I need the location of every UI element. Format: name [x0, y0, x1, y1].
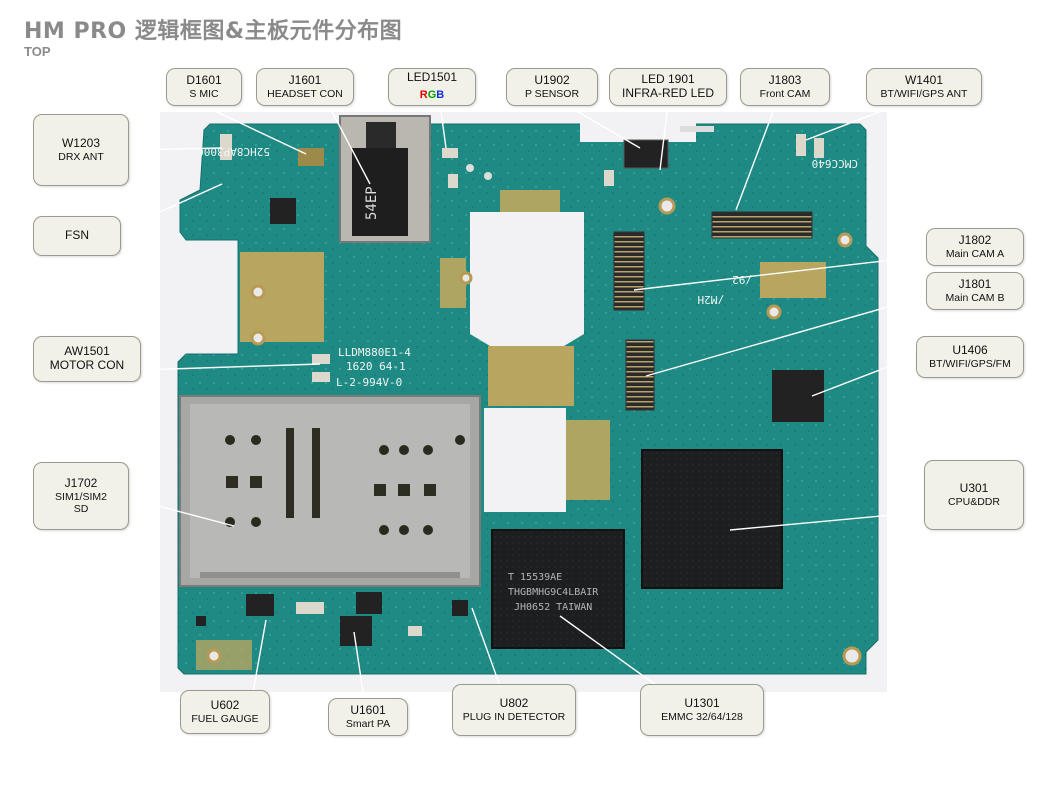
- desc-j1801: Main CAM B: [945, 291, 1005, 304]
- ref-w1203: W1203: [61, 136, 101, 151]
- label-u602: U602 FUEL GAUGE: [180, 690, 270, 734]
- label-led1501: LED1501 RGB: [388, 68, 476, 106]
- ref-j1702: J1702: [64, 476, 98, 491]
- emmc-chip: [491, 529, 625, 649]
- desc-j1802: Main CAM A: [945, 247, 1005, 260]
- ref-led1901: LED 1901: [641, 72, 695, 87]
- silkscreen-v92: /92: [732, 273, 752, 286]
- silkscreen-lldm2: 1620 64-1: [346, 360, 406, 373]
- desc-j1803: Front CAM: [759, 87, 811, 100]
- silkscreen-board-left: 52HC8AP3000: [197, 145, 270, 158]
- desc-u1601: Smart PA: [345, 717, 391, 730]
- label-u301: U301 CPU&DDR: [924, 460, 1024, 530]
- label-u1406: U1406 BT/WIFI/GPS/FM: [916, 336, 1024, 378]
- ref-u602: U602: [210, 698, 240, 713]
- emmc-text-2: THGBMHG9C4LBAIR: [508, 587, 599, 598]
- desc-j1601: HEADSET CON: [267, 87, 343, 100]
- label-d1601: D1601 S MIC: [166, 68, 242, 106]
- rgb-r: R: [419, 88, 428, 101]
- page-subtitle: TOP: [24, 44, 51, 59]
- headset-jack: [339, 115, 431, 243]
- rgb-text: RGB: [420, 85, 444, 103]
- desc-j1702-a: SIM1/SIM2: [55, 490, 107, 503]
- front-cam-connector: [711, 211, 813, 239]
- page-title: HM PRO 逻辑框图&主板元件分布图: [24, 19, 403, 44]
- silkscreen-lldm3: L-2-994V-0: [336, 376, 402, 389]
- label-led1901: LED 1901 INFRA-RED LED: [609, 68, 727, 106]
- label-j1802: J1802 Main CAM A: [926, 228, 1024, 266]
- ref-led1501: LED1501: [406, 69, 458, 84]
- ref-u1406: U1406: [952, 343, 988, 358]
- cpu-ddr-chip: [641, 449, 783, 589]
- ref-aw1501: AW1501: [64, 344, 110, 359]
- desc-u301: CPU&DDR: [948, 495, 1000, 508]
- label-j1601: J1601 HEADSET CON: [256, 68, 354, 106]
- cutout-top: [470, 212, 584, 346]
- label-j1702: J1702 SIM1/SIM2 SD: [33, 462, 129, 530]
- label-u1902: U1902 P SENSOR: [506, 68, 598, 106]
- label-u802: U802 PLUG IN DETECTOR: [452, 684, 576, 736]
- wifi-chip: [772, 370, 824, 422]
- label-w1203: W1203 DRX ANT: [33, 114, 129, 186]
- desc-w1203: DRX ANT: [58, 150, 104, 163]
- ref-u1902: U1902: [534, 73, 570, 88]
- cutout-right-top: [580, 112, 696, 142]
- ref-fsn: FSN: [65, 228, 89, 243]
- ref-u802: U802: [499, 696, 529, 711]
- sim-sd-tray: [179, 395, 481, 587]
- ref-d1601: D1601: [186, 73, 222, 88]
- ref-w1401: W1401: [904, 73, 944, 88]
- ref-j1803: J1803: [768, 73, 802, 88]
- desc-u1902: P SENSOR: [524, 87, 580, 100]
- label-fsn: FSN: [33, 216, 121, 256]
- ref-u1301: U1301: [684, 696, 720, 711]
- label-j1801: J1801 Main CAM B: [926, 272, 1024, 310]
- desc-j1702-b: SD: [73, 502, 89, 515]
- silkscreen-cam: /M2H: [698, 293, 725, 306]
- label-u1601: U1601 Smart PA: [328, 698, 408, 736]
- desc-aw1501: MOTOR CON: [49, 358, 125, 372]
- ref-j1801: J1801: [958, 277, 992, 292]
- label-aw1501: AW1501 MOTOR CON: [33, 336, 141, 382]
- ref-j1802: J1802: [958, 233, 992, 248]
- desc-led1901: INFRA-RED LED: [621, 86, 714, 100]
- silkscreen-lldm1: LLDM880E1-4: [338, 346, 411, 359]
- rgb-g: G: [427, 88, 437, 101]
- main-cam-a-connector: [613, 231, 645, 311]
- desc-u1301: EMMC 32/64/128: [661, 710, 743, 723]
- desc-w1401: BT/WIFI/GPS ANT: [880, 87, 968, 100]
- ref-u1601: U1601: [350, 703, 386, 718]
- emmc-text-1: T 15539AE: [508, 572, 562, 583]
- emmc-text-3: JH0652 TAIWAN: [514, 602, 592, 613]
- cutout-mid: [484, 408, 566, 512]
- desc-u802: PLUG IN DETECTOR: [462, 710, 566, 723]
- desc-d1601: S MIC: [189, 87, 219, 100]
- ref-u301: U301: [959, 481, 989, 496]
- silkscreen-jack: 54EP: [364, 186, 380, 220]
- desc-u602: FUEL GAUGE: [191, 712, 259, 725]
- ref-j1601: J1601: [288, 73, 322, 88]
- silkscreen-board-right: CMCC640: [812, 157, 858, 170]
- label-w1401: W1401 BT/WIFI/GPS ANT: [866, 68, 982, 106]
- label-j1803: J1803 Front CAM: [740, 68, 830, 106]
- rgb-b: B: [436, 88, 445, 101]
- label-u1301: U1301 EMMC 32/64/128: [640, 684, 764, 736]
- desc-u1406: BT/WIFI/GPS/FM: [929, 357, 1011, 370]
